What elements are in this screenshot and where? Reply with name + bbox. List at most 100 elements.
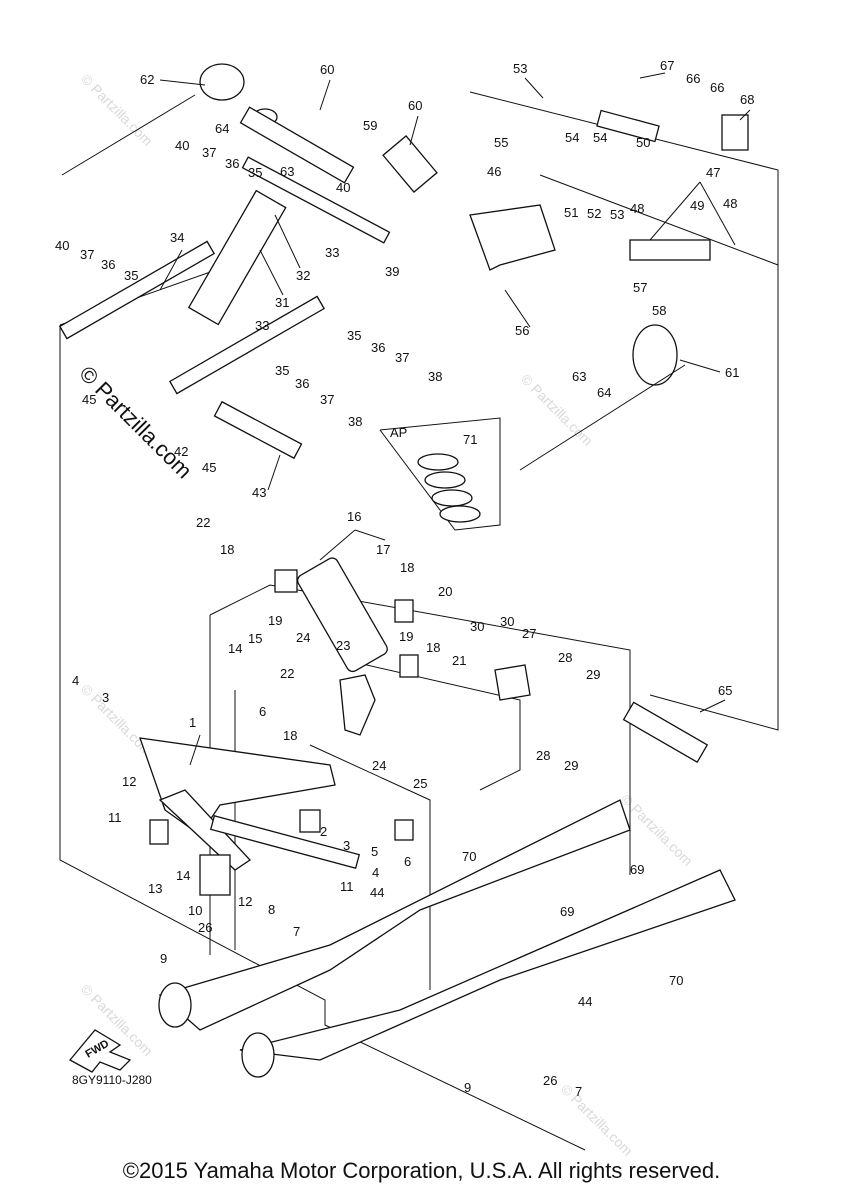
fwd-arrow: FWD — [68, 1029, 132, 1073]
callout-9: 9 — [464, 1080, 471, 1095]
callout-40: 40 — [175, 138, 189, 153]
callout-66: 66 — [686, 71, 700, 86]
torsion-spring-left — [199, 63, 245, 101]
callout-64: 64 — [215, 121, 229, 136]
callout-5: 5 — [371, 844, 378, 859]
leader-lines — [159, 72, 751, 766]
callout-18: 18 — [426, 640, 440, 655]
callout-54: 54 — [565, 130, 579, 145]
callout-61: 61 — [725, 365, 739, 380]
callout-35: 35 — [347, 328, 361, 343]
callout-26: 26 — [543, 1073, 557, 1088]
callout-55: 55 — [494, 135, 508, 150]
callout-62: 62 — [140, 72, 154, 87]
callout-64: 64 — [597, 385, 611, 400]
callout-2: 2 — [320, 824, 327, 839]
callout-17: 17 — [376, 542, 390, 557]
callout-60: 60 — [320, 62, 334, 77]
callout-8: 8 — [268, 902, 275, 917]
callout-37: 37 — [395, 350, 409, 365]
callout-22: 22 — [280, 666, 294, 681]
callout-69: 69 — [560, 904, 574, 919]
callout-36: 36 — [295, 376, 309, 391]
callout-12: 12 — [238, 894, 252, 909]
callout-44: 44 — [578, 994, 592, 1009]
callout-49: 49 — [690, 198, 704, 213]
front-arm — [139, 737, 414, 896]
callout-35: 35 — [124, 268, 138, 283]
copyright-notice: ©2015 Yamaha Motor Corporation, U.S.A. A… — [122, 1158, 721, 1183]
callout-6: 6 — [404, 854, 411, 869]
slide-rails — [158, 701, 736, 1078]
callout-65: 65 — [718, 683, 732, 698]
callout-6: 6 — [259, 704, 266, 719]
callout-38: 38 — [348, 414, 362, 429]
callout-60: 60 — [408, 98, 422, 113]
callout-57: 57 — [633, 280, 647, 295]
callout-4: 4 — [372, 865, 379, 880]
callout-18: 18 — [400, 560, 414, 575]
callout-38: 38 — [428, 369, 442, 384]
callout-36: 36 — [225, 156, 239, 171]
callout-37: 37 — [320, 392, 334, 407]
assembly-frames — [59, 91, 779, 1151]
shock-31 — [187, 189, 287, 326]
callout-14: 14 — [228, 641, 242, 656]
shaft-59 — [241, 156, 391, 244]
callout-35: 35 — [275, 363, 289, 378]
detail-label: AP — [390, 425, 407, 440]
callout-43: 43 — [252, 485, 266, 500]
callout-63: 63 — [280, 164, 294, 179]
callout-70: 70 — [669, 973, 683, 988]
callout-29: 29 — [564, 758, 578, 773]
callout-4: 4 — [72, 673, 79, 688]
callout-24: 24 — [296, 630, 310, 645]
callout-11: 11 — [340, 879, 354, 894]
callout-66: 66 — [710, 80, 724, 95]
arm-34-lower — [168, 295, 326, 395]
callout-45: 45 — [202, 460, 216, 475]
callout-54: 54 — [593, 130, 607, 145]
callout-3: 3 — [343, 838, 350, 853]
callout-25: 25 — [413, 776, 427, 791]
callout-29: 29 — [586, 667, 600, 682]
callout-27: 27 — [522, 626, 536, 641]
callout-42: 42 — [174, 444, 188, 459]
callout-32: 32 — [296, 268, 310, 283]
callout-58: 58 — [652, 303, 666, 318]
callout-71: 71 — [463, 432, 477, 447]
callout-15: 15 — [248, 631, 262, 646]
torsion-spring-right — [632, 324, 678, 386]
callout-36: 36 — [101, 257, 115, 272]
callout-9: 9 — [160, 951, 167, 966]
watermark-text: © Partzilla.com — [558, 1081, 636, 1159]
callout-45: 45 — [82, 392, 96, 407]
reference-code: 8GY9110-J280 — [72, 1073, 152, 1087]
callout-37: 37 — [80, 247, 94, 262]
callout-69: 69 — [630, 862, 644, 877]
callout-19: 19 — [399, 629, 413, 644]
callout-30: 30 — [470, 619, 484, 634]
callout-12: 12 — [122, 774, 136, 789]
bracket-46 — [469, 204, 556, 271]
callout-39: 39 — [385, 264, 399, 279]
callout-7: 7 — [575, 1084, 582, 1099]
callout-3: 3 — [102, 690, 109, 705]
callout-16: 16 — [347, 509, 361, 524]
callout-52: 52 — [587, 206, 601, 221]
callout-18: 18 — [283, 728, 297, 743]
callout-44: 44 — [370, 885, 384, 900]
callout-10: 10 — [188, 903, 202, 918]
callout-34: 34 — [170, 230, 184, 245]
callout-22: 22 — [196, 515, 210, 530]
callout-33: 33 — [325, 245, 339, 260]
callout-14: 14 — [176, 868, 190, 883]
collar-68 — [721, 114, 749, 151]
callout-19: 19 — [268, 613, 282, 628]
callout-59: 59 — [363, 118, 377, 133]
callout-48: 48 — [723, 196, 737, 211]
callout-53: 53 — [610, 207, 624, 222]
callout-40: 40 — [55, 238, 69, 253]
callout-21: 21 — [452, 653, 466, 668]
